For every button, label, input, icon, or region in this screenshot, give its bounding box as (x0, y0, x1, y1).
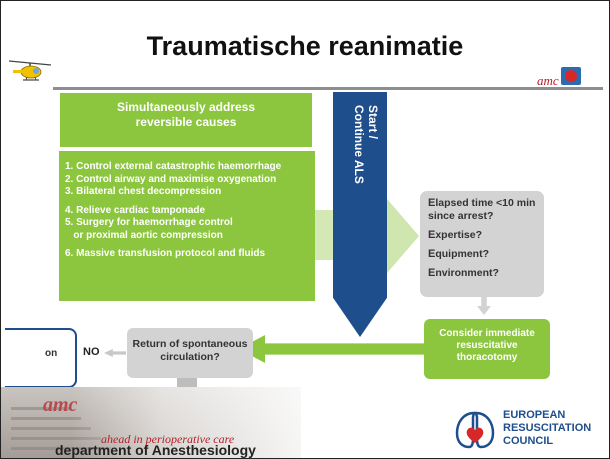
amc-logo-text: amc (537, 73, 559, 88)
criteria-item: Expertise? (428, 229, 483, 241)
als-line2: Continue ALS (352, 105, 366, 184)
footer-amc-logo: amc (43, 394, 78, 416)
rosc-box: Return of spontaneous circulation? (127, 328, 253, 378)
erc-line2: RESUSCITATION (503, 422, 592, 434)
criteria-item: Environment? (428, 267, 499, 279)
thoracotomy-line3: thoracotomy (456, 352, 518, 363)
rosc-line2: circulation? (160, 351, 220, 363)
erc-logo-text: EUROPEAN RESUSCITATION COUNCIL (503, 409, 591, 448)
criteria-down-arrow (477, 297, 491, 315)
amc-logo-icon (561, 67, 581, 85)
als-line1: Start / (366, 105, 380, 140)
action-item: or proximal aortic compression (65, 229, 223, 241)
erc-line3: COUNCIL (503, 435, 554, 447)
title-divider (53, 87, 603, 90)
criteria-box: Elapsed time <10 min since arrest? Exper… (420, 191, 544, 297)
rosc-line1: Return of spontaneous (132, 338, 248, 350)
footer-department: department of Anesthesiology (55, 442, 256, 458)
reversible-causes-line1: Simultaneously address (116, 100, 256, 114)
no-label: NO (83, 346, 100, 358)
left-partial-text: on (45, 348, 58, 359)
left-partial-box: on (5, 328, 77, 388)
reversible-causes-box: Simultaneously address reversible causes (60, 93, 312, 147)
actions-box: 1. Control external catastrophic haemorr… (59, 151, 315, 301)
footer-building-photo (1, 387, 301, 458)
als-down-arrow (333, 92, 387, 337)
thoracotomy-box: Consider immediate resuscitative thoraco… (424, 319, 550, 379)
footer-tagline: ahead in perioperative care (101, 432, 235, 446)
criteria-item: Equipment? (428, 248, 490, 260)
thoracotomy-line1: Consider immediate (439, 328, 535, 339)
helicopter-icon (8, 60, 52, 81)
action-item: 4. Relieve cardiac tamponade (65, 204, 206, 216)
erc-heart-lungs-icon (455, 411, 495, 449)
left-arrow (239, 335, 425, 363)
action-item: 1. Control external catastrophic haemorr… (65, 161, 282, 172)
als-arrow-label: Start / Continue ALS (340, 105, 380, 255)
action-item: 3. Bilateral chest decompression (65, 186, 222, 197)
action-item: 5. Surgery for haemorrhage control (65, 217, 233, 228)
no-arrow (104, 349, 126, 357)
slide-title: Traumatische reanimatie (146, 31, 464, 61)
action-item: 2. Control airway and maximise oxygenati… (65, 173, 277, 185)
erc-line1: EUROPEAN (503, 409, 566, 421)
reversible-causes-line2: reversible causes (135, 115, 237, 129)
thoracotomy-line2: resuscitative (456, 340, 518, 351)
criteria-item: Elapsed time <10 min since arrest? (428, 197, 536, 222)
action-item: 6. Massive transfusion protocol and flui… (65, 248, 266, 259)
